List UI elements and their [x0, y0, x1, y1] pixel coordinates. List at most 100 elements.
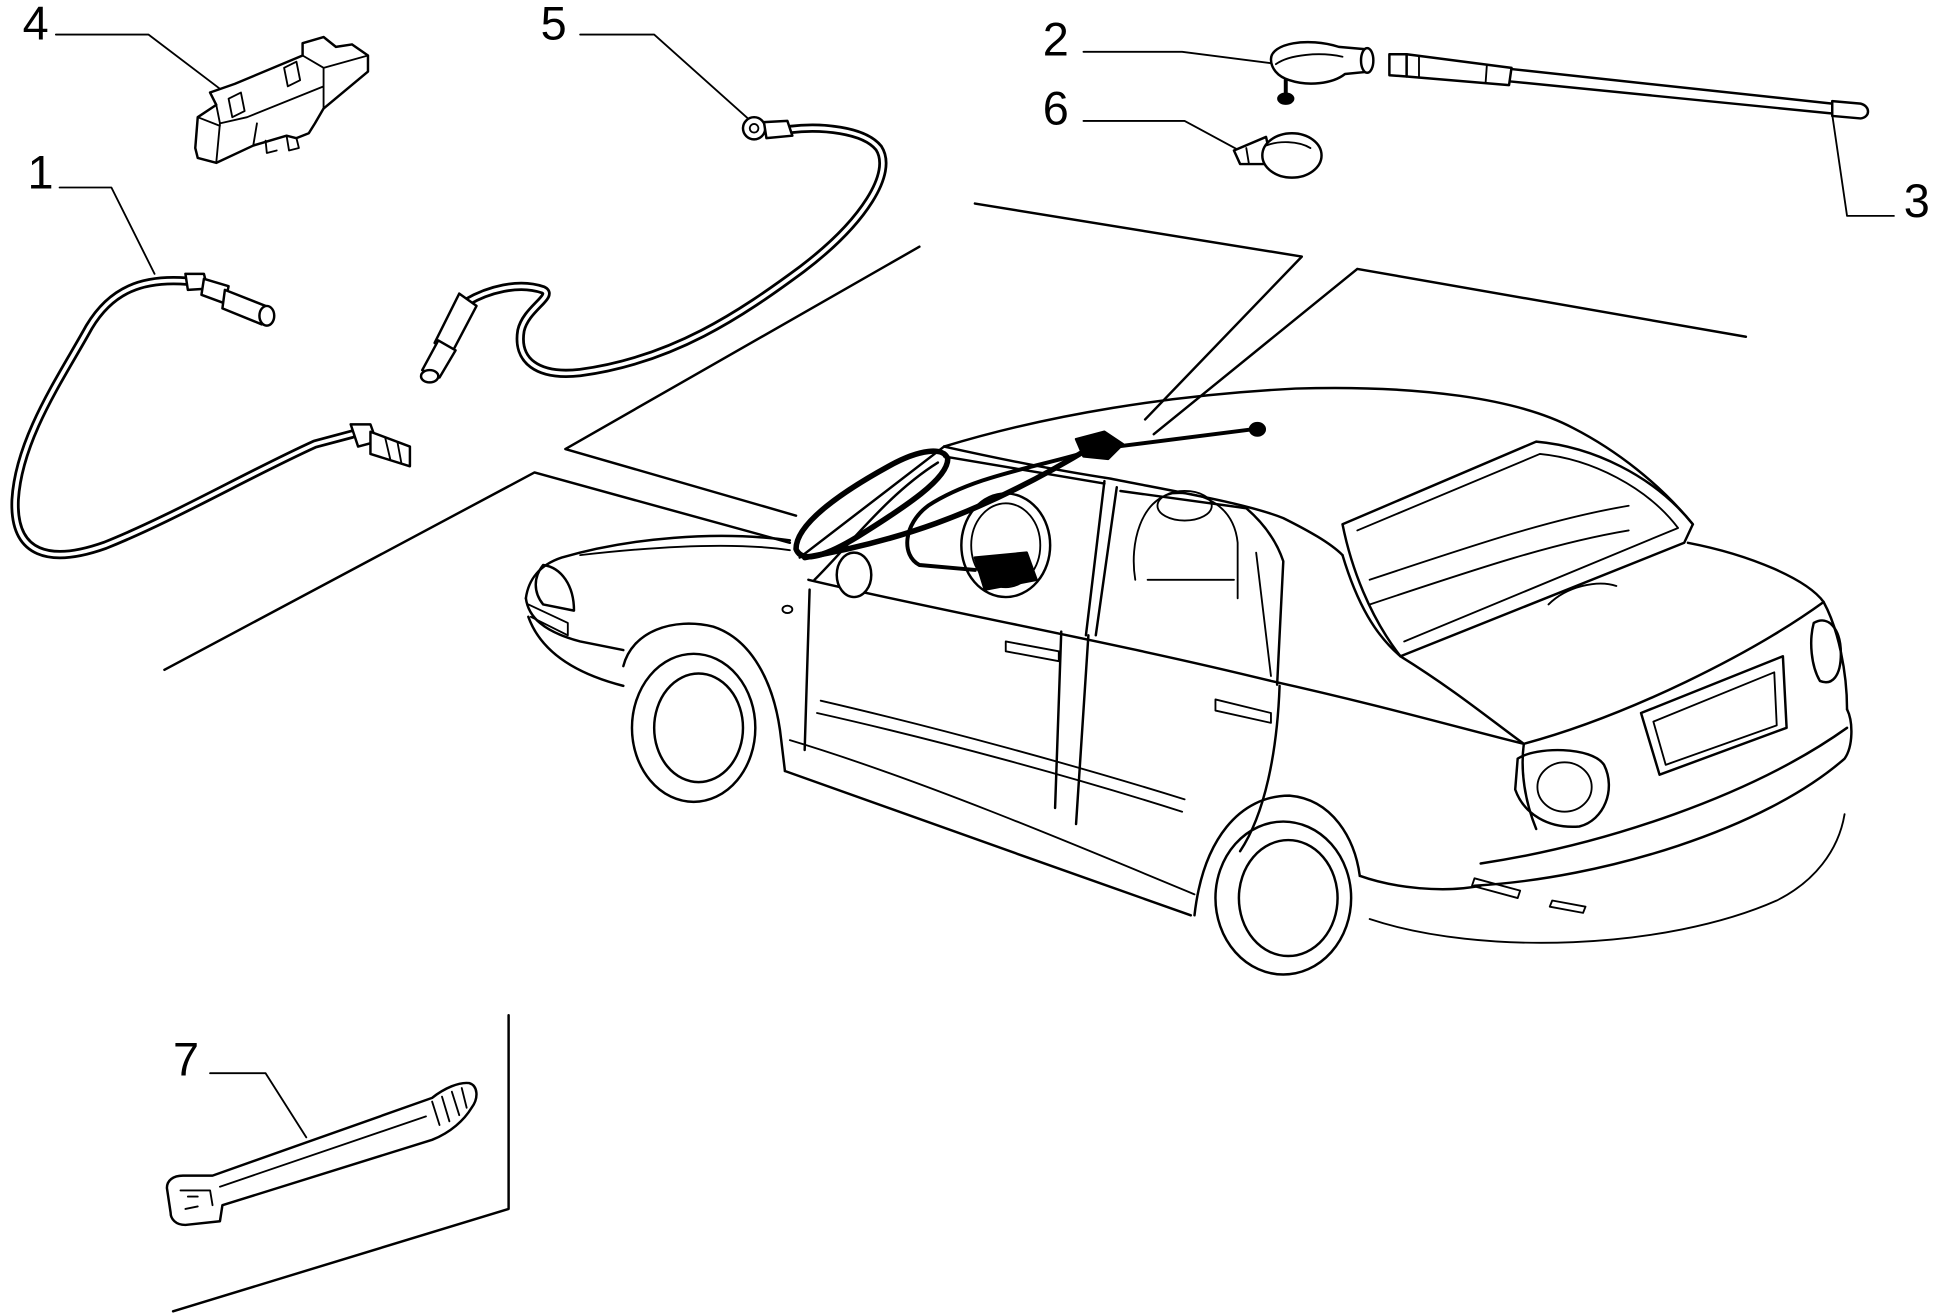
car-tail-panel	[1521, 600, 1849, 831]
bracket-clip-left	[227, 91, 246, 119]
guide-line-part-5	[564, 245, 921, 517]
amplifier-box	[973, 551, 1038, 591]
car-front-door-handle	[1004, 640, 1060, 663]
leader-line-3	[1831, 113, 1895, 217]
mast-rod	[1509, 67, 1834, 115]
car-side-lower-crease	[788, 739, 1196, 896]
part-3-antenna-mast	[1388, 53, 1870, 120]
car-rear-door-handle	[1214, 698, 1272, 724]
car-rear-door-window	[1119, 489, 1285, 686]
car-rear-door-edges	[1074, 634, 1281, 853]
leader-line-7	[209, 1072, 308, 1139]
cap-detail	[1245, 141, 1312, 164]
car-rear-bumper-top	[1479, 726, 1849, 865]
car-quarter-glass	[1255, 551, 1272, 677]
cable-1-terminal-ring	[384, 436, 403, 464]
callout-label-1: 1	[28, 147, 54, 199]
car-rear-tire	[1214, 820, 1353, 976]
car-side-molding	[816, 699, 1186, 813]
mast-tip	[1831, 99, 1870, 120]
car-seat-headrest	[1156, 490, 1213, 522]
car-license-plate-recess	[1639, 655, 1788, 776]
car-sedan	[524, 386, 1853, 976]
windshield-cable-loop	[793, 448, 951, 560]
leader-line-2	[1082, 50, 1280, 66]
car-rear-window	[1341, 440, 1695, 658]
car-antenna-installation	[793, 421, 1267, 591]
cap-body	[1261, 131, 1323, 179]
antenna-base-dome-line	[1274, 53, 1344, 66]
car-license-plate	[1652, 671, 1778, 766]
mast-base-tube	[1405, 53, 1513, 87]
car-roof-side-rail	[942, 445, 1344, 557]
cable-1-connector-end	[258, 304, 276, 327]
car-front-door-edges	[803, 588, 1063, 810]
car-left-tail-light	[1513, 748, 1611, 828]
car-steering-wheel-inner	[970, 502, 1042, 589]
car-front-rim	[652, 672, 745, 784]
mast-base-nut	[1388, 53, 1408, 78]
cable-1-inner	[13, 278, 354, 557]
car-rear-seat	[1368, 504, 1630, 606]
bracket-outline	[194, 35, 370, 165]
car-rear-rim	[1237, 838, 1339, 958]
guide-line-part-2	[973, 202, 1304, 421]
part-2-antenna-base	[1269, 40, 1375, 105]
cable-5-inner	[464, 126, 885, 376]
car-front-grille	[527, 603, 569, 637]
part-6-cap	[1232, 131, 1323, 179]
cable-5-ring-hole	[748, 123, 760, 134]
car-rear-wheel-arch	[1193, 794, 1362, 917]
leader-line-4	[54, 33, 221, 90]
antenna-base-body	[1269, 40, 1371, 85]
cable-5-ring-terminal	[741, 115, 767, 141]
cable-5-terminal-neck	[762, 119, 794, 140]
roof-antenna-base	[1074, 430, 1125, 461]
cable-5-outer	[462, 123, 888, 378]
callout-label-5: 5	[541, 0, 567, 49]
strap-center-line	[219, 1115, 427, 1188]
bracket-detail-lines	[196, 54, 369, 164]
strap-teeth	[431, 1087, 468, 1126]
car-side-mirror	[835, 551, 873, 599]
car-c-pillar	[1341, 553, 1402, 658]
guide-line-part-1	[163, 471, 792, 672]
car-rear-side-markers	[1471, 877, 1587, 914]
car-rocker	[783, 769, 1193, 917]
roof-antenna-tip	[1248, 421, 1267, 437]
antenna-base-socket	[1359, 46, 1375, 75]
car-belt-line	[807, 578, 1526, 746]
callouts: 4 5 2 6 3 1 7	[23, 0, 1930, 1139]
callout-label-7: 7	[173, 1034, 199, 1086]
car-a-pillar	[798, 445, 946, 559]
callout-label-2: 2	[1043, 14, 1069, 66]
car-front-bumper-lower	[527, 615, 625, 688]
guide-lines	[163, 202, 1748, 1313]
cable-5-plug-tip	[421, 339, 457, 379]
car-front-tire	[630, 652, 757, 804]
cable-1-terminal-plug	[369, 430, 412, 468]
car-headlight	[534, 563, 576, 612]
part-1-antenna-lead	[10, 272, 412, 560]
amplifier-cable-run	[905, 448, 1095, 572]
car-front-side-marker	[781, 604, 794, 615]
car-left-tail-light-lens	[1536, 761, 1593, 813]
car-rear-quarter-lower	[1358, 874, 1482, 891]
callout-label-6: 6	[1043, 83, 1069, 135]
car-trunk-lid	[1399, 541, 1825, 746]
strap-head-detail	[179, 1189, 214, 1210]
part-7-cable-strap	[165, 1081, 478, 1227]
antenna-base-screw-head	[1277, 92, 1295, 105]
part-4-bracket	[194, 35, 370, 165]
car-hood	[524, 534, 792, 600]
leader-line-1	[58, 186, 156, 275]
car-b-pillar	[1084, 479, 1118, 637]
callout-label-3: 3	[1904, 175, 1930, 227]
car-hood-crease	[579, 544, 791, 557]
mast-base-ribs	[1418, 55, 1488, 84]
car-front-seat	[1132, 492, 1239, 600]
car-front-nose	[524, 597, 625, 652]
car-front-wheel-arch	[622, 622, 787, 773]
cable-1-outer	[10, 276, 357, 560]
